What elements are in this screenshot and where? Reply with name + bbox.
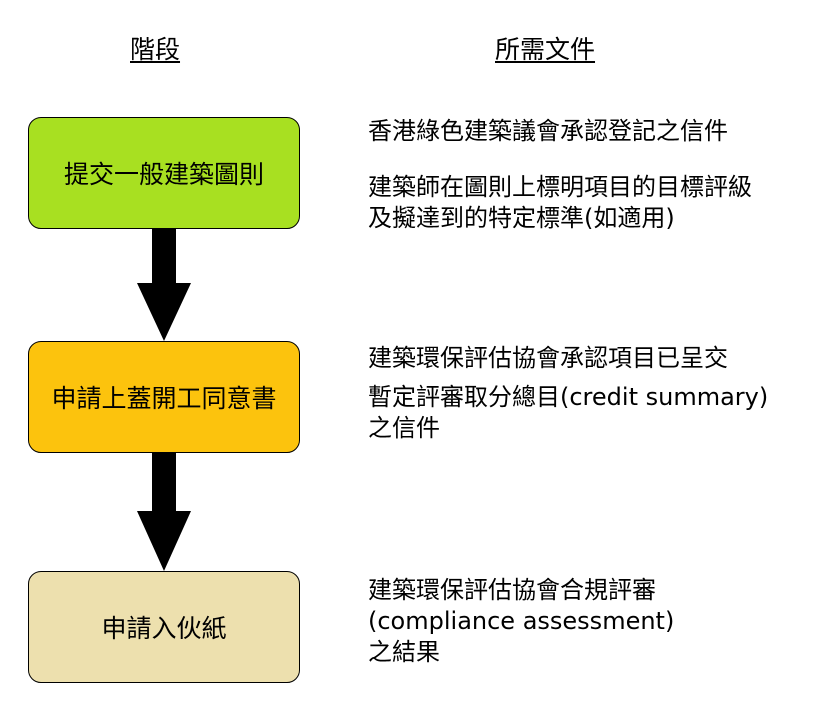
document-text: 建築師在圖則上標明項目的目標評級 及擬達到的特定標準(如適用) — [368, 173, 752, 232]
document-text: 暫定評審取分總目(credit summary) 之信件 — [368, 383, 769, 442]
stage-box-occupation-permit: 申請入伙紙 — [28, 571, 300, 683]
down-arrow-icon — [137, 453, 191, 571]
document-text: 香港綠色建築議會承認登記之信件 — [368, 117, 728, 145]
stage-label: 提交一般建築圖則 — [63, 160, 264, 189]
stage-box-consent-to-commence: 申請上蓋開工同意書 — [28, 341, 300, 453]
stage-label: 申請入伙紙 — [101, 614, 227, 643]
down-arrow-icon — [137, 229, 191, 341]
document-text: 建築環保評估協會承認項目已呈交 — [368, 344, 728, 372]
documents-column-header: 所需文件 — [495, 35, 596, 64]
stage-label: 申請上蓋開工同意書 — [51, 384, 277, 413]
document-text: 建築環保評估協會合規評審 (compliance assessment) 之結果 — [368, 576, 675, 666]
stage-box-submit-plans: 提交一般建築圖則 — [28, 117, 300, 229]
stage-column-header: 階段 — [130, 35, 181, 64]
